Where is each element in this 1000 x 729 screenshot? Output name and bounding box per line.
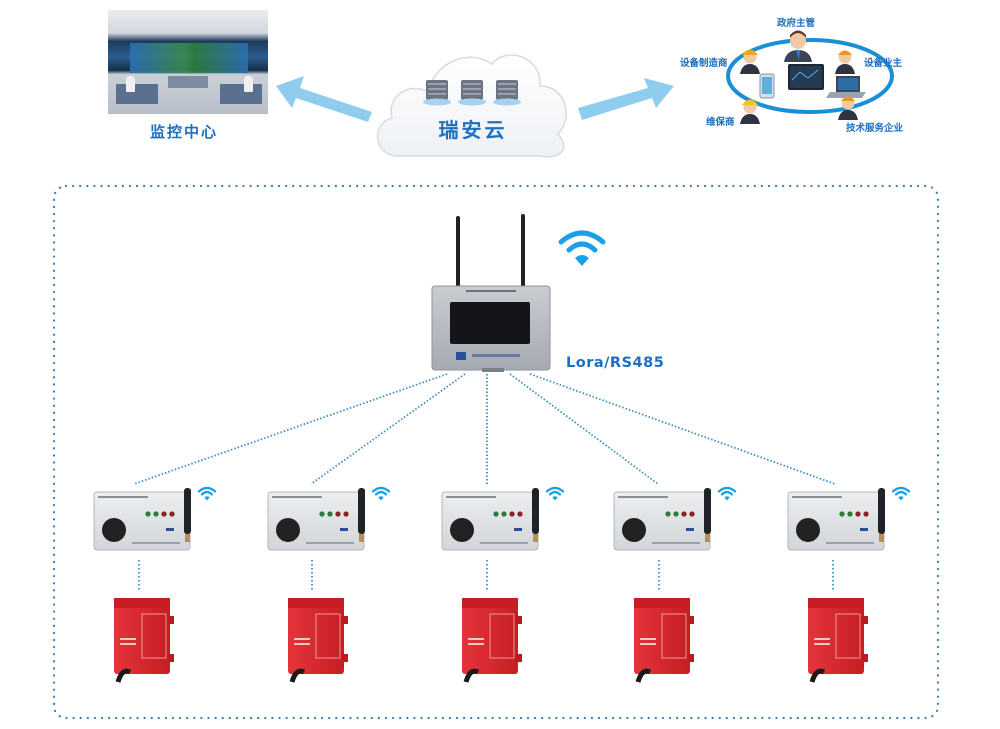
stakeholder-ring — [726, 38, 894, 114]
tablet-icon — [788, 64, 824, 90]
sensor-cable-icon — [809, 668, 826, 683]
avatar-government — [784, 30, 812, 62]
controller-2 — [267, 488, 365, 551]
speaker-icon — [450, 518, 474, 542]
speaker-icon — [622, 518, 646, 542]
gateway-links — [133, 373, 836, 485]
sensor-5 — [808, 598, 868, 683]
server-icons — [423, 80, 521, 106]
controller-3 — [441, 488, 539, 551]
sensor-cable-icon — [635, 668, 652, 683]
arrow-to-monitor-icon — [276, 76, 372, 122]
label-government: 政府主管 — [777, 18, 816, 29]
gateway-wifi-icon — [556, 228, 608, 274]
controller-antenna-icon — [532, 488, 539, 534]
antenna-right-icon — [521, 214, 525, 288]
antenna-left-icon — [456, 216, 460, 288]
label-tech-service: 技术服务企业 — [846, 123, 904, 134]
gateway-device — [431, 214, 551, 372]
speaker-icon — [796, 518, 820, 542]
gateway-screen — [450, 302, 530, 344]
avatar-maintainer — [740, 99, 760, 124]
sensor-1 — [114, 598, 174, 683]
phone-icon — [759, 73, 775, 99]
controller-antenna-icon — [704, 488, 711, 534]
avatar-tech-service — [838, 96, 858, 120]
sensor-cable-icon — [463, 668, 480, 683]
label-maintainer: 维保商 — [706, 117, 735, 128]
controller-1 — [93, 488, 191, 551]
sensor-cable-icon — [289, 668, 306, 683]
controller-4-wifi-icon — [717, 486, 737, 501]
laptop-icon — [826, 76, 866, 98]
controller-4 — [613, 488, 711, 551]
label-manufacturer: 设备制造商 — [680, 58, 728, 69]
controller-1-wifi-icon — [197, 486, 217, 501]
controller-2-wifi-icon — [371, 486, 391, 501]
arrow-to-stakeholders-icon — [578, 78, 674, 120]
controller-5-wifi-icon — [891, 486, 911, 501]
link-node-2 — [310, 373, 466, 485]
avatar-manufacturer — [740, 49, 760, 74]
avatar-owner — [835, 50, 855, 74]
label-owner: 设备业主 — [864, 58, 903, 69]
controller-antenna-icon — [358, 488, 365, 534]
controller-3-wifi-icon — [545, 486, 565, 501]
sensor-3 — [462, 598, 522, 683]
controller-5 — [787, 488, 885, 551]
monitoring-center-label: 监控中心 — [150, 123, 219, 141]
sensor-cable-icon — [115, 668, 132, 683]
controller-antenna-icon — [184, 488, 191, 534]
monitoring-center-photo — [108, 10, 268, 114]
sensor-2 — [288, 598, 348, 683]
speaker-icon — [276, 518, 300, 542]
link-node-4 — [509, 373, 659, 485]
speaker-icon — [102, 518, 126, 542]
sensor-4 — [634, 598, 694, 683]
video-wall — [130, 43, 248, 73]
cloud-icon — [376, 54, 567, 158]
controller-antenna-icon — [878, 488, 885, 534]
sensor-links — [138, 560, 834, 590]
link-node-1 — [133, 373, 448, 485]
link-node-5 — [529, 373, 836, 485]
gateway-link-label: Lora/RS485 — [566, 355, 665, 371]
cloud-label: 瑞安云 — [438, 118, 508, 142]
